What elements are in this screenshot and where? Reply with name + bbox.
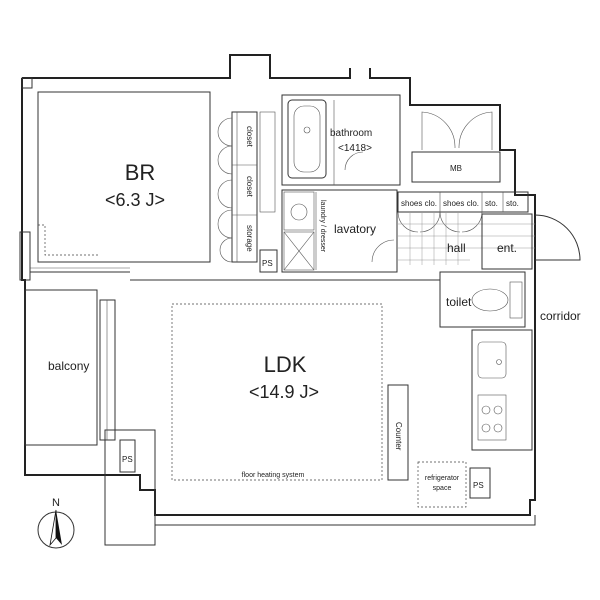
laundry-label: laundry / dresser bbox=[319, 200, 326, 253]
ldk-size: <14.9 J> bbox=[249, 382, 319, 402]
ps-label-br: PS bbox=[262, 259, 273, 268]
hall-label: hall bbox=[447, 241, 466, 255]
ldk-label: LDK bbox=[264, 352, 307, 377]
compass-north-label: N bbox=[52, 497, 60, 509]
balcony: balcony bbox=[19, 231, 98, 446]
bathroom-size: <1418> bbox=[338, 143, 372, 154]
br-label: BR bbox=[125, 160, 156, 185]
refrigerator-label-1: refrigerator bbox=[425, 475, 460, 482]
outer-walls bbox=[21, 54, 536, 546]
sto-label-2: sto. bbox=[506, 199, 519, 208]
ps-label-ldk: PS bbox=[122, 455, 133, 464]
room-bathroom: bathroom <1418> bbox=[281, 94, 401, 186]
storage-label: storage bbox=[245, 225, 254, 252]
kitchen bbox=[471, 329, 533, 451]
mb-label: MB bbox=[450, 164, 462, 173]
counter-area: Counter refrigerator space PS bbox=[387, 384, 491, 508]
mb-area: MB bbox=[411, 111, 501, 183]
corridor-label: corridor bbox=[540, 309, 581, 323]
closet-strip: closet closet storage PS bbox=[217, 111, 278, 273]
bathroom-label: bathroom bbox=[330, 128, 372, 139]
refrigerator-label-2: space bbox=[433, 485, 452, 492]
shoes-closets: shoes clo. shoes clo. sto. sto. bbox=[397, 191, 529, 233]
counter-label: Counter bbox=[394, 422, 403, 451]
compass: N bbox=[37, 497, 75, 549]
room-br: BR <6.3 J> bbox=[30, 91, 211, 273]
lavatory-label: lavatory bbox=[334, 222, 376, 236]
room-toilet: toilet corridor bbox=[439, 271, 581, 328]
floor-heating-label: floor heating system bbox=[242, 472, 305, 479]
toilet-label: toilet bbox=[446, 295, 472, 309]
compass-needle-icon bbox=[56, 510, 62, 545]
room-ldk: LDK <14.9 J> floor heating system PS bbox=[99, 279, 440, 481]
closet-label-1: closet bbox=[245, 126, 254, 148]
room-lavatory: laundry / dresser lavatory bbox=[281, 189, 398, 273]
br-size: <6.3 J> bbox=[105, 190, 165, 210]
closet-label-2: closet bbox=[245, 176, 254, 198]
entrance-label: ent. bbox=[497, 241, 517, 255]
shoes-closet-2: shoes clo. bbox=[443, 199, 479, 208]
balcony-label: balcony bbox=[48, 359, 89, 373]
hall-tiles: hall ent. bbox=[398, 212, 581, 270]
shoes-closet-1: shoes clo. bbox=[401, 199, 437, 208]
ps-label-kitchen: PS bbox=[473, 481, 484, 490]
sto-label-1: sto. bbox=[485, 199, 498, 208]
